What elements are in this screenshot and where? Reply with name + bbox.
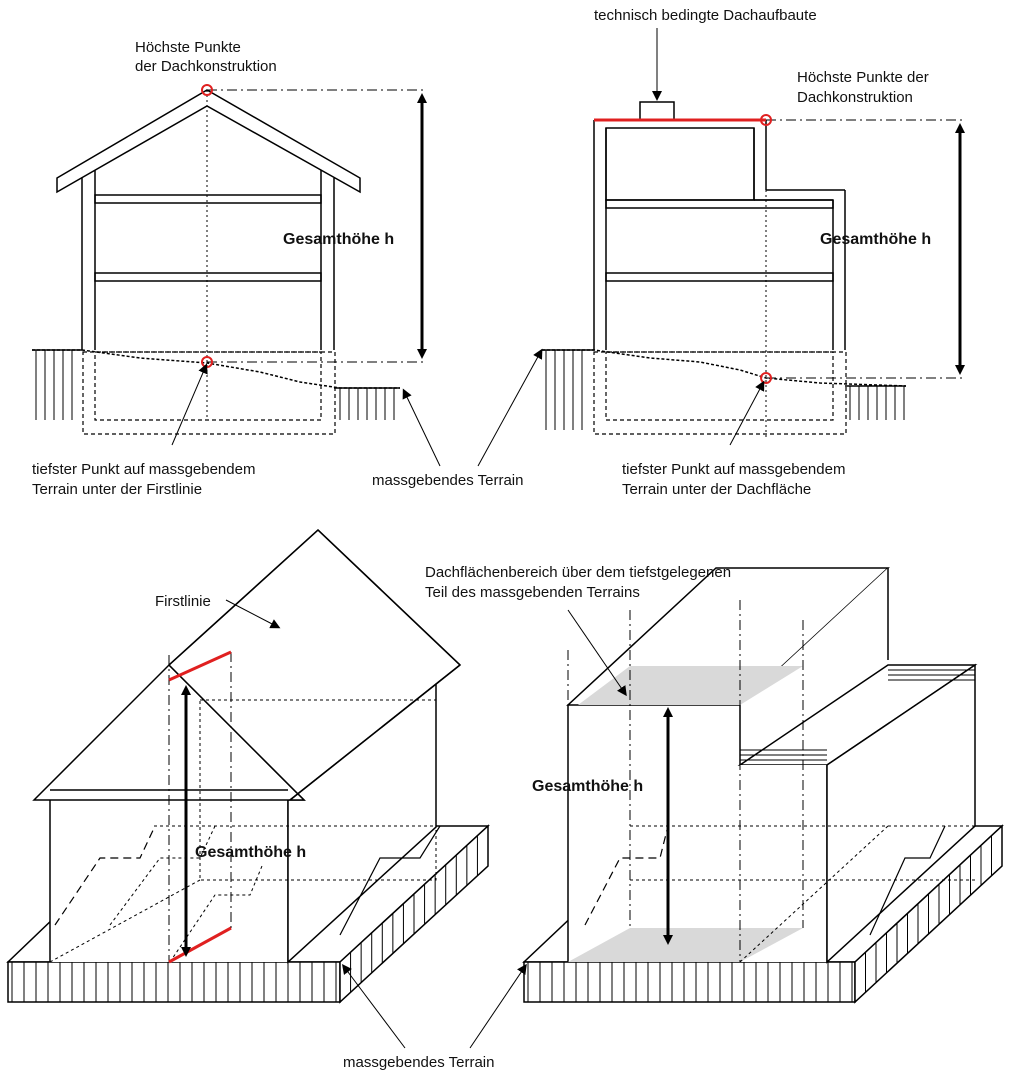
pitched-roof	[56, 89, 361, 194]
label-lowest-point: tiefster Punkt auf massgebendem	[622, 461, 845, 478]
label-roof-area-2: Teil des massgebenden Terrains	[425, 584, 640, 601]
pointer-arrow	[729, 380, 765, 446]
label-lowest-point-2: Terrain unter der Dachfläche	[622, 481, 811, 498]
label-highest-points-2: Dachkonstruktion	[797, 89, 913, 106]
label-total-height: Gesamthöhe h	[532, 778, 643, 795]
label-roof-area: Dachflächenbereich über dem tiefstgelege…	[425, 564, 731, 581]
isometric-flat-roof	[522, 567, 1004, 1004]
pointer-arrow	[342, 964, 406, 1049]
pointer-arrow	[477, 348, 543, 467]
pointer-arrow	[171, 363, 208, 446]
label-terrain: massgebendes Terrain	[343, 1054, 494, 1071]
pointer-arrow	[225, 599, 281, 629]
elevation-flat-roof	[542, 101, 965, 440]
label-highest-points: Höchste Punkte	[135, 39, 241, 56]
label-highest-points: Höchste Punkte der	[797, 69, 929, 86]
elevation-pitched-roof	[32, 89, 425, 435]
terrain-hatching	[545, 350, 905, 430]
label-total-height: Gesamthöhe h	[195, 844, 306, 861]
base-hatching	[11, 835, 478, 1002]
label-technical-structure: technisch bedingte Dachaufbaute	[594, 7, 817, 24]
lowest-point-marker	[760, 372, 772, 384]
highest-point-marker	[760, 114, 772, 126]
label-total-height: Gesamthöhe h	[820, 231, 931, 248]
pointer-arrow	[402, 388, 441, 467]
label-lowest-point: tiefster Punkt auf massgebendem	[32, 461, 255, 478]
pointer-arrow	[567, 609, 627, 697]
label-highest-points-2: der Dachkonstruktion	[135, 58, 277, 75]
isometric-pitched-roof	[6, 528, 490, 1004]
technical-roof-structure	[639, 101, 675, 121]
terrain-hatching	[35, 350, 395, 420]
pointer-arrow	[469, 963, 527, 1049]
base-hatching	[527, 835, 992, 1002]
label-total-height: Gesamthöhe h	[283, 231, 394, 248]
label-ridge-line: Firstlinie	[155, 593, 211, 610]
highest-point-marker	[201, 84, 213, 96]
ridge-line-segment	[168, 650, 232, 682]
label-terrain: massgebendes Terrain	[372, 472, 523, 489]
lowest-terrain-segment	[168, 926, 232, 964]
label-lowest-point-2: Terrain unter der Firstlinie	[32, 481, 202, 498]
